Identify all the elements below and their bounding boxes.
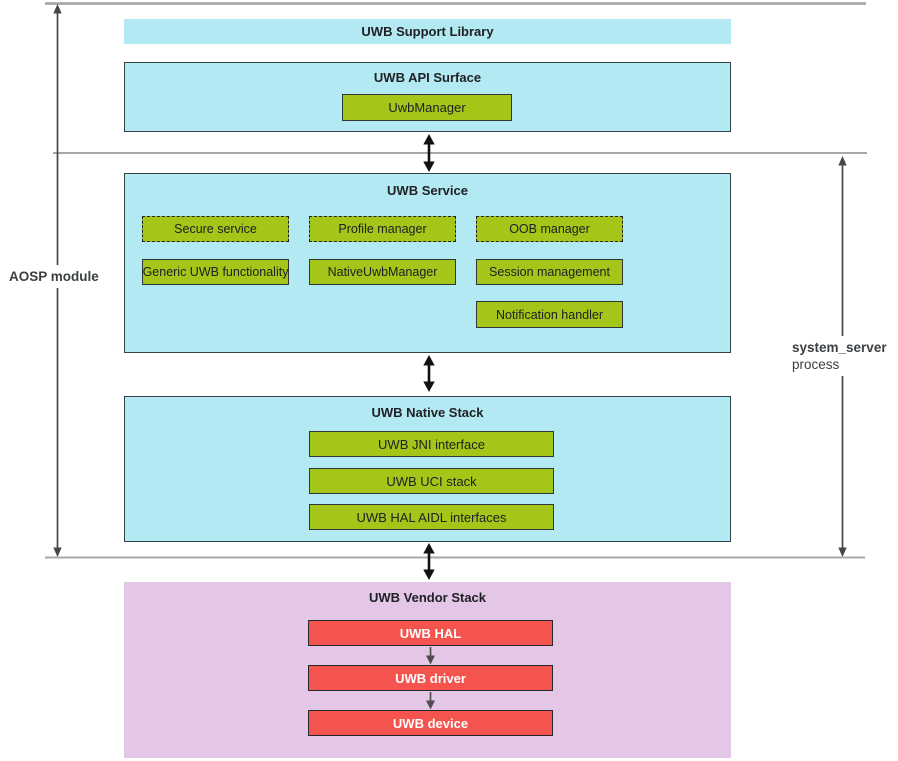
uwb-service-title: UWB Service <box>387 183 468 198</box>
uwb-hal-box: UWB HAL <box>308 620 553 646</box>
secure-service-box: Secure service <box>142 216 289 242</box>
uwbmanager-box: UwbManager <box>342 94 512 121</box>
system-server-process-label: system_server process <box>785 336 894 376</box>
oob-manager-box: OOB manager <box>476 216 623 242</box>
double-arrow-icon <box>423 134 435 172</box>
double-arrow-icon <box>423 543 435 580</box>
uwb-vendor-stack-title: UWB Vendor Stack <box>368 590 487 605</box>
uwb-api-surface-box: UWB API Surface UwbManager <box>124 62 731 132</box>
process-label: process <box>792 357 840 372</box>
uwb-vendor-stack-box: UWB Vendor Stack UWB HAL UWB driver UWB … <box>124 582 731 758</box>
uwb-service-box: UWB Service Secure service Profile manag… <box>124 173 731 353</box>
uwb-api-surface-title: UWB API Surface <box>373 70 482 85</box>
session-management-box: Session management <box>476 259 623 285</box>
uwb-device-box: UWB device <box>308 710 553 736</box>
uwb-hal-aidl-interfaces-box: UWB HAL AIDL interfaces <box>309 504 554 530</box>
uwb-native-stack-box: UWB Native Stack UWB JNI interface UWB U… <box>124 396 731 542</box>
aosp-module-label: AOSP module <box>2 265 106 288</box>
uwb-support-library-box: UWB Support Library <box>124 19 731 44</box>
uwb-uci-stack-box: UWB UCI stack <box>309 468 554 494</box>
notification-handler-box: Notification handler <box>476 301 623 328</box>
uwb-driver-box: UWB driver <box>308 665 553 691</box>
generic-uwb-functionality-box: Generic UWB functionality <box>142 259 289 285</box>
uwb-native-stack-title: UWB Native Stack <box>371 405 484 420</box>
uwb-support-library-title: UWB Support Library <box>361 24 494 39</box>
profile-manager-box: Profile manager <box>309 216 456 242</box>
double-arrow-icon <box>423 355 435 392</box>
native-uwb-manager-box: NativeUwbManager <box>309 259 456 285</box>
uwb-jni-interface-box: UWB JNI interface <box>309 431 554 457</box>
system-server-label: system_server <box>792 340 887 355</box>
